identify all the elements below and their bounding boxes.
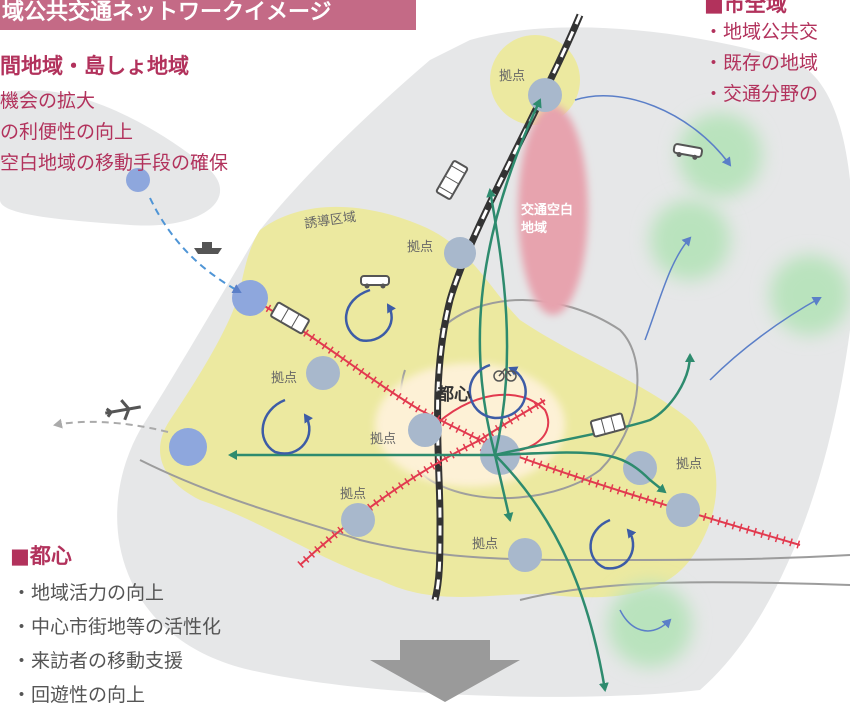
kyoten-label: 拠点 bbox=[370, 432, 396, 447]
city-region-heading: ■市全域 bbox=[704, 0, 787, 16]
kyoten-label: 拠点 bbox=[499, 69, 525, 84]
bus-icon bbox=[435, 160, 469, 200]
hub-west bbox=[306, 356, 340, 390]
green-area-4 bbox=[608, 583, 692, 667]
down-arrow bbox=[370, 640, 520, 702]
bus-icon bbox=[270, 301, 310, 335]
blank-area-label-2: 地域 bbox=[521, 220, 547, 236]
yudo-label: 誘導区域 bbox=[303, 210, 357, 232]
blank-area-label-1: 交通空白 bbox=[521, 202, 573, 218]
green-area-3 bbox=[770, 255, 850, 335]
kyoten-label: 拠点 bbox=[472, 537, 498, 552]
island-area bbox=[0, 90, 221, 226]
toshin-heading: ■都心 bbox=[10, 544, 72, 568]
hub-east bbox=[623, 451, 657, 485]
island-region-heading: 間地域・島しょ地域 bbox=[0, 54, 189, 78]
page-title: 域公共交通ネットワークイメージ bbox=[2, 0, 332, 25]
ship-icon bbox=[194, 242, 222, 254]
island-region-item: 空白地域の移動手段の確保 bbox=[0, 152, 229, 174]
transport-blank-area bbox=[518, 105, 588, 315]
green-area-1 bbox=[678, 113, 762, 197]
toshin-item: ・来訪者の移動支援 bbox=[12, 650, 184, 672]
city-region-item: ・交通分野の bbox=[704, 83, 819, 105]
hub-island bbox=[126, 168, 150, 192]
toshin-zone bbox=[375, 363, 565, 487]
kyoten-label: 拠点 bbox=[340, 487, 366, 502]
taxi-icon bbox=[672, 143, 704, 160]
toshin-item: ・回遊性の向上 bbox=[12, 684, 146, 706]
green-area-2 bbox=[650, 200, 730, 280]
hub-southwest bbox=[341, 503, 375, 537]
toshin-item: ・地域活力の向上 bbox=[12, 582, 165, 604]
hub-airport bbox=[169, 428, 207, 466]
hub-far-east bbox=[666, 493, 700, 527]
hub-center-west bbox=[408, 413, 442, 447]
hub-south bbox=[508, 538, 542, 572]
city-region-item: ・既存の地域 bbox=[704, 52, 819, 74]
kyoten-label: 拠点 bbox=[676, 457, 702, 472]
toshin-item: ・中心市街地等の活性化 bbox=[12, 616, 222, 638]
bicycle-icon bbox=[493, 367, 517, 382]
island-region-item: 機会の拡大 bbox=[0, 90, 96, 112]
kyoten-label: 拠点 bbox=[407, 240, 433, 255]
island-region-item: の利便性の向上 bbox=[0, 121, 134, 143]
taxi-icon bbox=[360, 275, 390, 289]
title-bar: 域公共交通ネットワークイメージ bbox=[0, 0, 416, 30]
kyoten-label: 拠点 bbox=[271, 371, 297, 386]
toshin-label: 都心 bbox=[436, 384, 471, 405]
hub-yudo bbox=[444, 237, 476, 269]
city-region-item: ・地域公共交 bbox=[704, 21, 819, 43]
airplane-icon bbox=[105, 399, 141, 421]
bus-icon bbox=[589, 412, 627, 438]
hub-port bbox=[232, 280, 268, 316]
hub-north bbox=[528, 78, 562, 112]
